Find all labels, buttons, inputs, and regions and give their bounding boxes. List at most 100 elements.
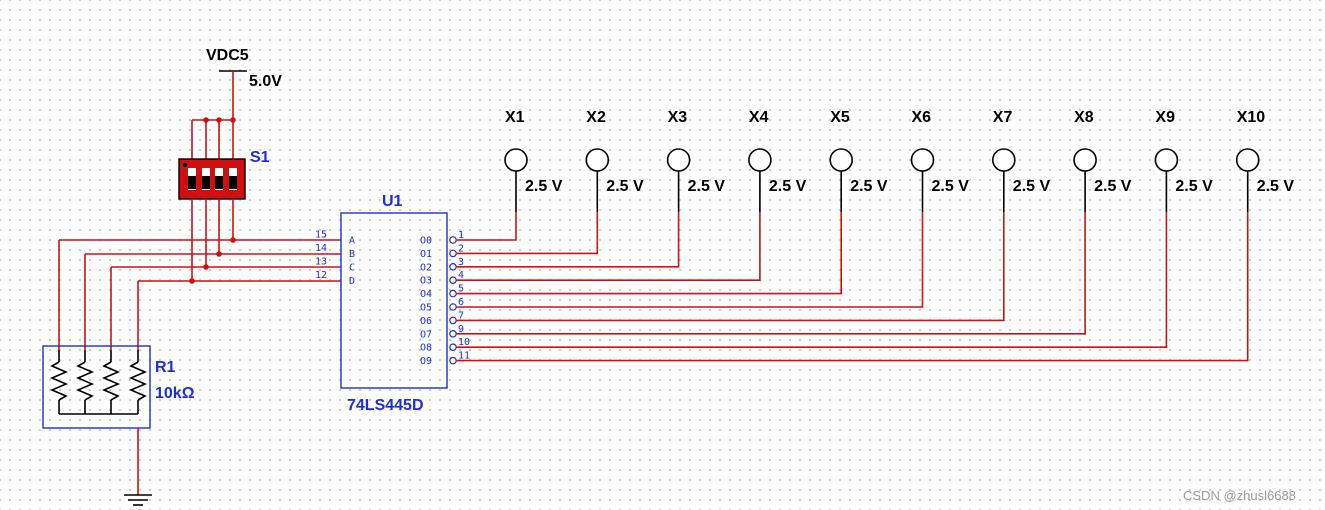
probe-name-label: X4: [749, 109, 769, 126]
probe-name-label: X8: [1074, 109, 1094, 126]
output-wire: [456, 212, 843, 295]
probe-name-label: X1: [505, 109, 525, 126]
input-pin-number: 12: [315, 270, 327, 281]
input-pin-label: C: [349, 263, 355, 274]
output-inversion-bubble: [449, 343, 457, 352]
probe-lamp-icon[interactable]: [585, 148, 610, 172]
dip-switch-s1[interactable]: S1: [178, 149, 270, 200]
vdc-source[interactable]: VDC5 5.0V: [206, 47, 282, 90]
probe-lamp-icon[interactable]: [748, 148, 772, 172]
probe-name-label: X10: [1237, 109, 1266, 126]
output-inversion-bubble: [449, 289, 457, 298]
switch-output-wires: [58, 199, 341, 350]
output-pin-label: O8: [420, 343, 432, 354]
switch-knob-1: [188, 176, 196, 189]
vcc-drops: [191, 117, 236, 160]
probe-lamp-icon[interactable]: [1154, 148, 1179, 172]
chip-part-number: 74LS445D: [347, 397, 424, 414]
output-inversion-bubble: [449, 303, 457, 311]
watermark: CSDN @zhusl6688: [1183, 488, 1296, 503]
output-inversion-bubble: [449, 262, 457, 271]
resistor-element-1: [49, 361, 69, 401]
probe-name-label: X9: [1155, 109, 1175, 126]
probe-name-label: X6: [912, 109, 932, 126]
resistor-element-3: [101, 361, 121, 401]
probe-name-label: X2: [586, 109, 606, 126]
input-pin-label: D: [349, 276, 355, 287]
chip-input-pins: 15A 14B 13C 12D: [315, 230, 355, 288]
output-pin-number: 10: [458, 337, 470, 348]
chip-body: [340, 212, 448, 389]
output-pin-number: 9: [458, 324, 464, 335]
output-pin-number: 5: [458, 284, 464, 295]
vdc-label: VDC5: [206, 47, 249, 64]
probe-voltage-readout: 2.5 V: [688, 178, 726, 195]
output-pin-label: O4: [420, 289, 432, 300]
probe-name-label: X3: [668, 109, 688, 126]
output-pin-label: O3: [420, 276, 432, 287]
resistor-network-r1[interactable]: R1 10kΩ: [42, 345, 195, 429]
output-pin-label: O6: [420, 316, 432, 327]
output-inversion-bubble: [449, 236, 457, 244]
probe-lamp-icon[interactable]: [991, 148, 1016, 172]
probe-lamp-icon[interactable]: [666, 148, 691, 172]
input-pin-number: 14: [315, 243, 327, 254]
output-wire: [456, 212, 1168, 349]
probe-lamp-icon[interactable]: [910, 148, 935, 172]
output-pin-number: 11: [458, 351, 470, 362]
resistor-element-2: [75, 361, 95, 401]
output-inversion-bubble: [449, 276, 457, 285]
output-pin-number: 6: [458, 297, 464, 308]
switch-label: S1: [250, 149, 270, 166]
output-pin-number: 1: [458, 230, 464, 241]
output-inversion-bubble: [449, 356, 457, 365]
output-pin-number: 2: [458, 243, 464, 254]
input-pin-label: A: [349, 236, 355, 247]
probe-lamp-icon[interactable]: [1235, 148, 1260, 172]
probe-voltage-readout: 2.5 V: [932, 178, 970, 195]
switch-knob-4: [229, 176, 237, 189]
probe-voltage-readout: 2.5 V: [769, 178, 807, 195]
output-pin-label: O9: [420, 356, 432, 367]
probe-lamp-icon[interactable]: [1073, 148, 1097, 172]
output-pin-number: 7: [458, 310, 464, 321]
resistor-label: R1: [155, 359, 176, 376]
resistor-frame: [42, 345, 151, 429]
output-wire: [456, 212, 924, 308]
output-pin-label: O7: [420, 329, 432, 340]
output-inversion-bubble: [449, 316, 457, 325]
switch-knob-2: [202, 176, 210, 189]
input-pin-number: 15: [315, 230, 327, 241]
output-inversion-bubble: [449, 249, 457, 258]
switch-pin1-marker: [182, 162, 188, 168]
resistor-value: 10kΩ: [155, 385, 195, 402]
output-wire: [456, 212, 1249, 362]
output-wire: [456, 212, 1005, 322]
probe-voltage-readout: 2.5 V: [1257, 178, 1295, 195]
output-pin-label: O1: [420, 249, 432, 260]
output-wire: [456, 212, 680, 268]
output-pin-label: O5: [420, 303, 432, 314]
output-wire: [456, 212, 761, 282]
chip-label: U1: [382, 193, 403, 210]
input-pin-number: 13: [315, 257, 327, 268]
switch-knob-3: [215, 176, 223, 189]
probe-voltage-readout: 2.5 V: [606, 178, 644, 195]
probe-voltage-readout: 2.5 V: [850, 178, 888, 195]
output-inversion-bubble: [449, 329, 457, 338]
output-pin-number: 4: [458, 270, 464, 281]
probe-voltage-readout: 2.5 V: [1013, 178, 1051, 195]
probe-voltage-readout: 2.5 V: [1094, 178, 1132, 195]
resistor-element-4: [128, 361, 148, 401]
probe-lamp-icon[interactable]: [829, 148, 854, 172]
output-pin-label: O2: [420, 262, 432, 273]
output-pin-number: 3: [458, 257, 464, 268]
input-pin-label: B: [349, 249, 355, 260]
probe-voltage-readout: 2.5 V: [525, 178, 563, 195]
probe-lamp-icon[interactable]: [504, 148, 528, 172]
output-wire: [456, 212, 599, 255]
